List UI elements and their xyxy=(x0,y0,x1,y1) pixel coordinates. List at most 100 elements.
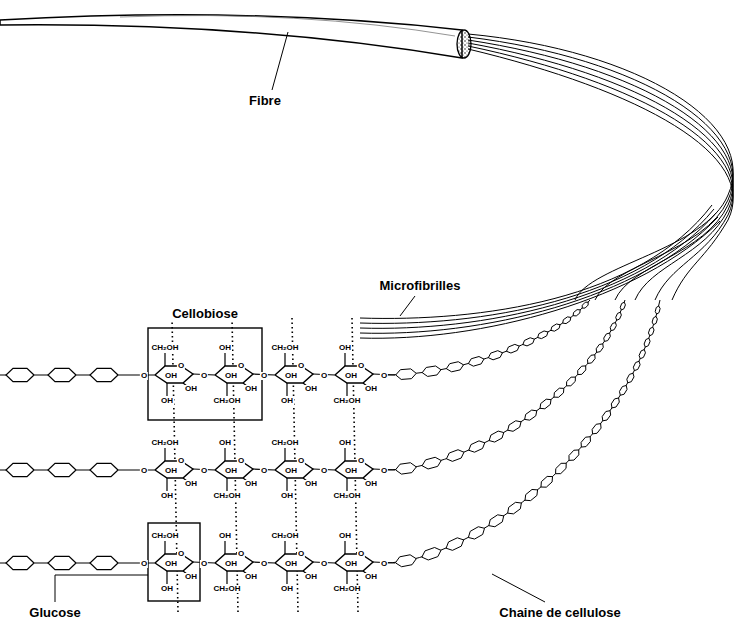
part-label: Fibre xyxy=(247,93,283,108)
microfibril-strand xyxy=(468,46,733,300)
glucose-ring xyxy=(155,554,193,571)
atom-label: OH xyxy=(364,573,378,581)
ring-bond xyxy=(286,383,287,396)
atom-label: O xyxy=(260,372,268,380)
atom-label: O xyxy=(177,550,185,558)
ring-symbol xyxy=(588,355,596,364)
atom-label: CH₂OH xyxy=(150,532,179,540)
ring-symbol xyxy=(627,373,634,383)
ring-symbol xyxy=(633,361,640,370)
part-label: Chaine de cellulose xyxy=(497,605,622,620)
atom-label: OH xyxy=(304,385,318,393)
chain-backbone xyxy=(384,300,590,375)
ring-bond xyxy=(164,353,165,366)
ring-bond xyxy=(346,571,347,584)
ring-symbol xyxy=(563,317,571,324)
ring-symbol xyxy=(48,368,76,381)
atom-label: O xyxy=(200,467,208,475)
ring-symbol xyxy=(396,369,417,380)
ring-bond xyxy=(224,448,225,461)
atom-label: OH xyxy=(218,532,232,540)
atom-label: OH xyxy=(344,372,358,380)
ring-symbol xyxy=(48,463,76,476)
atom-label: O xyxy=(237,457,245,465)
atom-label: O xyxy=(380,467,388,475)
atom-label: OH xyxy=(244,480,258,488)
atom-label: OH xyxy=(218,344,232,352)
ring-symbol xyxy=(422,366,441,376)
ring-symbol xyxy=(596,344,603,353)
ring-bond xyxy=(224,541,225,554)
ring-symbol xyxy=(468,527,484,539)
atom-label: O xyxy=(177,457,185,465)
ring-symbol xyxy=(639,350,645,359)
chain-row xyxy=(0,300,590,396)
atom-label: O xyxy=(320,467,328,475)
atom-label: CH₂OH xyxy=(332,585,361,593)
ring-symbol xyxy=(396,463,417,474)
ring-bond xyxy=(164,448,165,461)
ring-symbol xyxy=(655,306,660,314)
atom-label: OH xyxy=(280,492,294,500)
atom-label: CH₂OH xyxy=(150,439,179,447)
atom-label: O xyxy=(357,457,365,465)
chain-leader xyxy=(492,574,545,602)
atom-label: OH xyxy=(344,560,358,568)
atom-label: OH xyxy=(280,585,294,593)
ring-symbol xyxy=(573,310,580,316)
atom-label: O xyxy=(200,372,208,380)
atom-label: OH xyxy=(164,372,178,380)
atom-label: O xyxy=(357,362,365,370)
ring-bond xyxy=(166,383,167,396)
ring-bond xyxy=(286,571,287,584)
microfibril-strand xyxy=(468,40,733,300)
atom-label: OH xyxy=(364,385,378,393)
glucose-ring xyxy=(215,461,253,478)
ring-symbol xyxy=(469,441,485,452)
ring-symbol xyxy=(525,410,537,420)
atom-label: OH xyxy=(164,560,178,568)
atom-label: O xyxy=(140,560,148,568)
ring-bond xyxy=(166,478,167,491)
glucose-ring xyxy=(215,554,253,571)
ring-bond xyxy=(284,448,285,461)
hydrogen-bonds xyxy=(172,318,358,612)
glucose-box xyxy=(148,523,200,601)
ring-symbol xyxy=(567,377,576,386)
part-label: Glucose xyxy=(27,605,82,620)
cellobiose-box xyxy=(148,328,262,420)
atom-label: OH xyxy=(284,372,298,380)
ring-symbol xyxy=(592,424,601,434)
microfibril-strand xyxy=(468,37,733,300)
ring-symbol xyxy=(468,357,484,367)
atom-label: CH₂OH xyxy=(212,492,241,500)
cellulose-chains xyxy=(0,300,660,584)
ring-symbol xyxy=(581,437,590,447)
atom-label: O xyxy=(297,362,305,370)
microfibril-strand xyxy=(360,217,718,333)
glucose-ring xyxy=(155,461,193,478)
atom-label: CH₂OH xyxy=(212,585,241,593)
ring-symbol xyxy=(6,556,34,569)
ring-symbol xyxy=(610,323,616,331)
atom-label: O xyxy=(140,372,148,380)
atom-label: CH₂OH xyxy=(150,344,179,352)
ring-symbol xyxy=(538,331,548,339)
ring-bond xyxy=(344,448,345,461)
ring-symbol xyxy=(551,324,560,331)
glucose-ring xyxy=(275,554,313,571)
chain-row xyxy=(0,300,625,491)
atom-label: O xyxy=(237,550,245,558)
ring-bond xyxy=(226,478,227,491)
ring-symbol xyxy=(48,556,76,569)
ring-bond xyxy=(344,541,345,554)
atom-label: OH xyxy=(184,385,198,393)
atom-label: OH xyxy=(224,467,238,475)
atom-label: OH xyxy=(160,585,174,593)
microfibril-strand xyxy=(468,49,733,300)
part-label: Microfibrilles xyxy=(378,278,463,293)
ring-symbol xyxy=(489,431,504,442)
atom-label: O xyxy=(380,372,388,380)
